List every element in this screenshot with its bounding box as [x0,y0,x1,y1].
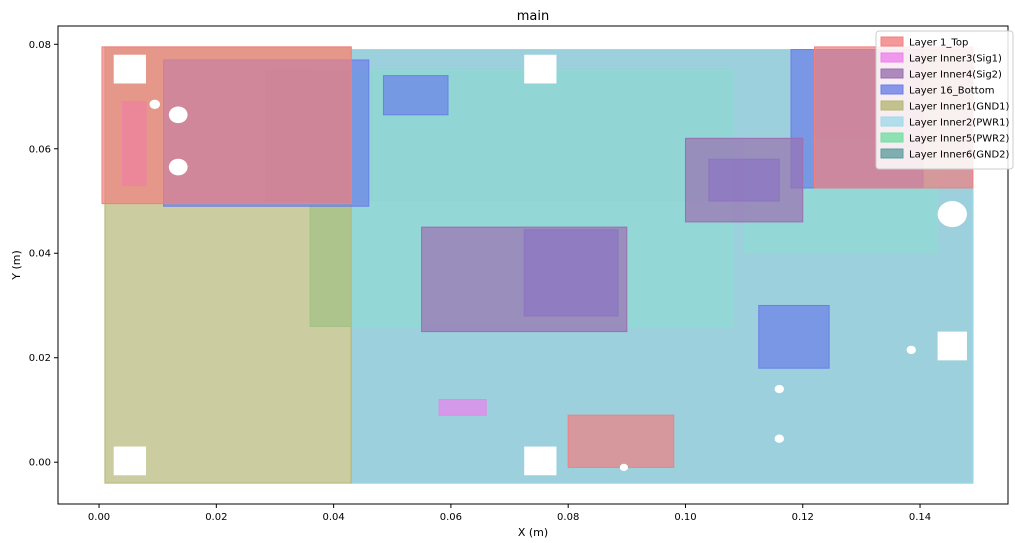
legend-swatch-3 [880,68,904,79]
y-tick-label: 0.04 [29,249,51,260]
legend-box [875,30,1014,170]
board-hole-5 [906,345,916,355]
y-tick-label: 0.08 [29,40,51,51]
board-hole-6 [774,384,784,394]
y-tick-label: 0.00 [29,458,51,469]
x-tick-label: 0.06 [440,512,462,523]
x-tick-label: 0.12 [792,512,814,523]
layer-2-region-2 [438,399,487,416]
legend-swatch-6 [880,116,904,127]
layer-3-region-1 [684,137,804,223]
legend-label-2: Layer Inner3(Sig1) [909,54,1002,65]
legend-label-5: Layer Inner1(GND1) [909,102,1010,113]
layer-1-region-3 [567,414,675,468]
x-tick-label: 0.04 [322,512,344,523]
board-hole-8 [619,463,629,472]
y-tick-label: 0.02 [29,353,51,364]
legend-swatch-5 [880,100,904,111]
y-axis-label: Y (m) [10,250,23,281]
layer-4-region-2 [382,75,449,116]
board-cutout-2 [524,54,557,84]
chart-title: main [517,9,549,24]
axes: 0.00 0.02 0.04 0.06 0.08 0.10 0.12 0.14 0.00 0.02… [29,25,1009,523]
plot-area [58,26,1008,504]
board-cutout-4 [524,446,557,476]
legend-swatch-7 [880,132,904,143]
legend-label-8: Layer Inner6(GND2) [909,150,1010,161]
x-tick-label: 0.00 [88,512,110,523]
board-cutout-5 [937,331,967,361]
board-hole-2 [168,158,188,176]
legend-swatch-2 [880,52,904,63]
layer-4-region-4 [758,304,830,369]
board-hole-1 [168,106,188,124]
x-tick-label: 0.02 [205,512,227,523]
layer-3 [421,137,804,333]
legend-label-7: Layer Inner5(PWR2) [909,134,1009,145]
x-tick-label: 0.14 [909,512,931,523]
legend-swatch-4 [880,84,904,95]
legend-label-1: Layer 1_Top [909,38,968,49]
board-hole-4 [149,99,161,110]
legend-swatch-1 [880,36,904,47]
board-cutout-1 [113,54,146,84]
y-tick-label: 0.06 [29,144,51,155]
axes-frame [57,25,1009,505]
legend-label-6: Layer Inner2(PWR1) [909,118,1009,129]
legend-label-3: Layer Inner4(Sig2) [909,70,1002,81]
board-hole-3 [937,201,967,228]
x-tick-label: 0.10 [674,512,696,523]
legend-label-4: Layer 16_Bottom [909,86,994,97]
x-tick-label: 0.08 [557,512,579,523]
board-cutout-3 [113,446,146,476]
x-axis-label: X (m) [518,526,548,539]
board-hole-7 [774,434,784,443]
layer-3-region-2 [421,226,628,333]
legend-swatch-8 [880,148,904,159]
